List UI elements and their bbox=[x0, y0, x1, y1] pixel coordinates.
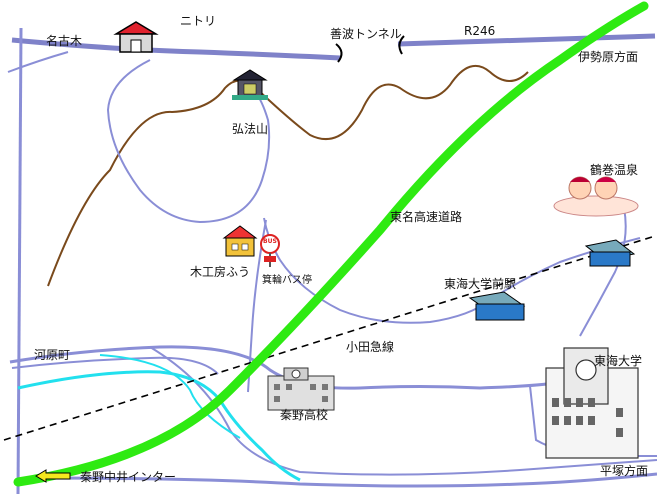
road-left-vertical bbox=[16, 27, 23, 494]
label-kobo-fu: 木工房ふう bbox=[190, 265, 251, 279]
temple-icon bbox=[232, 69, 268, 100]
label-hadano-ic: 秦野中井インター bbox=[80, 470, 177, 484]
railway-odakyu bbox=[3, 235, 656, 441]
expressway-tomei bbox=[13, 1, 649, 487]
label-r246: R246 bbox=[464, 24, 496, 38]
house-icon bbox=[113, 21, 159, 53]
river-branch bbox=[99, 354, 241, 439]
label-tomei: 東名高速道路 bbox=[390, 210, 463, 224]
label-hiratsuka: 平塚方面 bbox=[600, 464, 649, 478]
tunnel-mark-east bbox=[398, 35, 405, 55]
road-r246 bbox=[397, 33, 656, 47]
label-odakyu: 小田急線 bbox=[346, 340, 395, 354]
river bbox=[17, 370, 301, 482]
label-isehara: 伊勢原方面 bbox=[578, 50, 639, 64]
label-nitori: ニトリ bbox=[180, 14, 217, 28]
road-nagoyagi bbox=[11, 37, 341, 61]
road-bottom bbox=[29, 472, 657, 488]
label-tsurumaki-onsen: 鶴巻温泉 bbox=[590, 163, 639, 177]
onsen-icon bbox=[553, 176, 639, 217]
bus-stop-icon bbox=[260, 234, 280, 267]
label-tokai-univ: 東海大学 bbox=[594, 354, 643, 368]
university-icon bbox=[545, 347, 639, 459]
road-kawaramachi-lower bbox=[11, 356, 219, 375]
tunnel-mark-west bbox=[335, 43, 343, 63]
label-nagoyagi: 名古木 bbox=[46, 34, 83, 48]
label-tokai-station: 東海大学前駅 bbox=[444, 277, 517, 291]
road-kobosan-trail bbox=[106, 59, 271, 224]
arrow-left-icon bbox=[35, 469, 71, 483]
label-kobosan: 弘法山 bbox=[232, 122, 269, 136]
train-icon bbox=[584, 239, 636, 267]
school-icon bbox=[267, 367, 335, 411]
train-icon bbox=[468, 291, 526, 321]
house-icon bbox=[222, 225, 258, 257]
road-nagoyagi-branch bbox=[7, 51, 69, 73]
label-zenba-tunnel: 善波トンネル bbox=[330, 27, 402, 41]
label-minowa-stop: 箕輪バス停 bbox=[262, 275, 312, 286]
label-hadano-hs: 秦野高校 bbox=[280, 408, 329, 422]
mountain-ridge bbox=[47, 64, 529, 287]
bus-sign-label: BUS bbox=[263, 238, 277, 245]
road-minowa bbox=[263, 217, 641, 324]
label-kawaramachi: 河原町 bbox=[34, 348, 71, 362]
road-tsurumaki bbox=[579, 207, 627, 337]
